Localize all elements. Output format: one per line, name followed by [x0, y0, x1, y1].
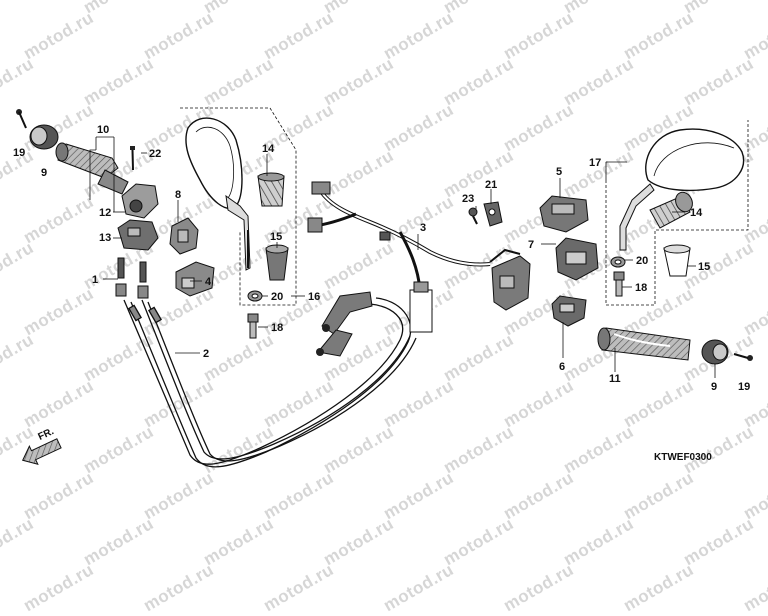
callout-8: 8	[175, 189, 181, 201]
callout-7: 7	[528, 239, 534, 251]
part-21-clip	[483, 201, 503, 227]
part-14-boot-left	[257, 172, 285, 207]
cable-end-fittings	[316, 291, 373, 357]
callout-3: 3	[420, 222, 426, 234]
part-19-screw-left	[16, 109, 27, 129]
callout-6: 6	[559, 361, 565, 373]
part-6-switch	[551, 295, 587, 327]
part-23-screw	[468, 207, 478, 225]
part-14-boot-right	[649, 191, 693, 229]
part-10-throttle-grip	[55, 142, 129, 195]
callout-18-left: 18	[271, 322, 283, 334]
callout-23: 23	[462, 193, 474, 205]
callout-labels: 19 9 10 22 12 13 1 2 8 4 14 15 20 16 18 …	[13, 124, 750, 393]
left-mirror	[185, 117, 251, 271]
callout-20-left: 20	[271, 291, 283, 303]
part-18-bolt-right	[613, 271, 625, 297]
part-1-cable-adjusters	[115, 257, 149, 299]
leader-lines	[89, 136, 716, 378]
part-19-screw-right	[733, 353, 753, 361]
part-2-throttle-cables	[123, 297, 417, 468]
part-15-cover-right	[663, 244, 691, 277]
callout-2: 2	[203, 348, 209, 360]
callout-16: 16	[308, 291, 320, 303]
right-mirror	[619, 128, 745, 251]
part-12-throttle-housing-upper	[121, 183, 159, 219]
part-3-wire-harness	[307, 181, 531, 333]
callout-9-left: 9	[41, 167, 47, 179]
callout-15-left: 15	[270, 231, 282, 243]
part-16-group-outline	[180, 107, 297, 306]
callout-17: 17	[589, 157, 601, 169]
part-22-screw	[130, 146, 135, 171]
callout-11: 11	[609, 373, 621, 385]
callout-13: 13	[99, 232, 111, 244]
part-5-switch	[539, 195, 589, 233]
callout-18-right: 18	[635, 282, 647, 294]
callout-21: 21	[485, 179, 497, 191]
callout-1: 1	[92, 274, 98, 286]
front-direction-arrow: FR.	[22, 426, 62, 466]
part-20-nut-right	[610, 256, 626, 268]
callout-9-right: 9	[711, 381, 717, 393]
callout-22: 22	[149, 148, 161, 160]
callout-20-right: 20	[636, 255, 648, 267]
part-4-switch	[175, 261, 215, 297]
callout-12: 12	[99, 207, 111, 219]
part-7-switch	[555, 237, 599, 281]
part-13-throttle-housing-lower	[117, 219, 159, 251]
part-9-bar-end-weight-left	[29, 124, 59, 150]
callout-19-left: 19	[13, 147, 25, 159]
part-8-switch	[169, 217, 199, 255]
callout-4: 4	[205, 276, 212, 288]
callout-19-right: 19	[738, 381, 750, 393]
part-18-bolt-left	[247, 313, 259, 339]
part-11-grip	[597, 327, 691, 361]
part-15-cover-left	[265, 244, 289, 281]
part-9-bar-end-weight-right	[701, 339, 729, 365]
callout-15-right: 15	[698, 261, 710, 273]
diagram-canvas: 19 9 10 22 12 13 1 2 8 4 14 15 20 16 18 …	[13, 107, 753, 468]
callout-14-right: 14	[690, 207, 703, 219]
callout-5: 5	[556, 166, 562, 178]
part-17-group-outline	[605, 120, 749, 306]
diagram-code: KTWEF0300	[654, 452, 712, 463]
callout-14-left: 14	[262, 143, 275, 155]
callout-10: 10	[97, 124, 109, 136]
part-20-nut-left	[247, 290, 263, 302]
